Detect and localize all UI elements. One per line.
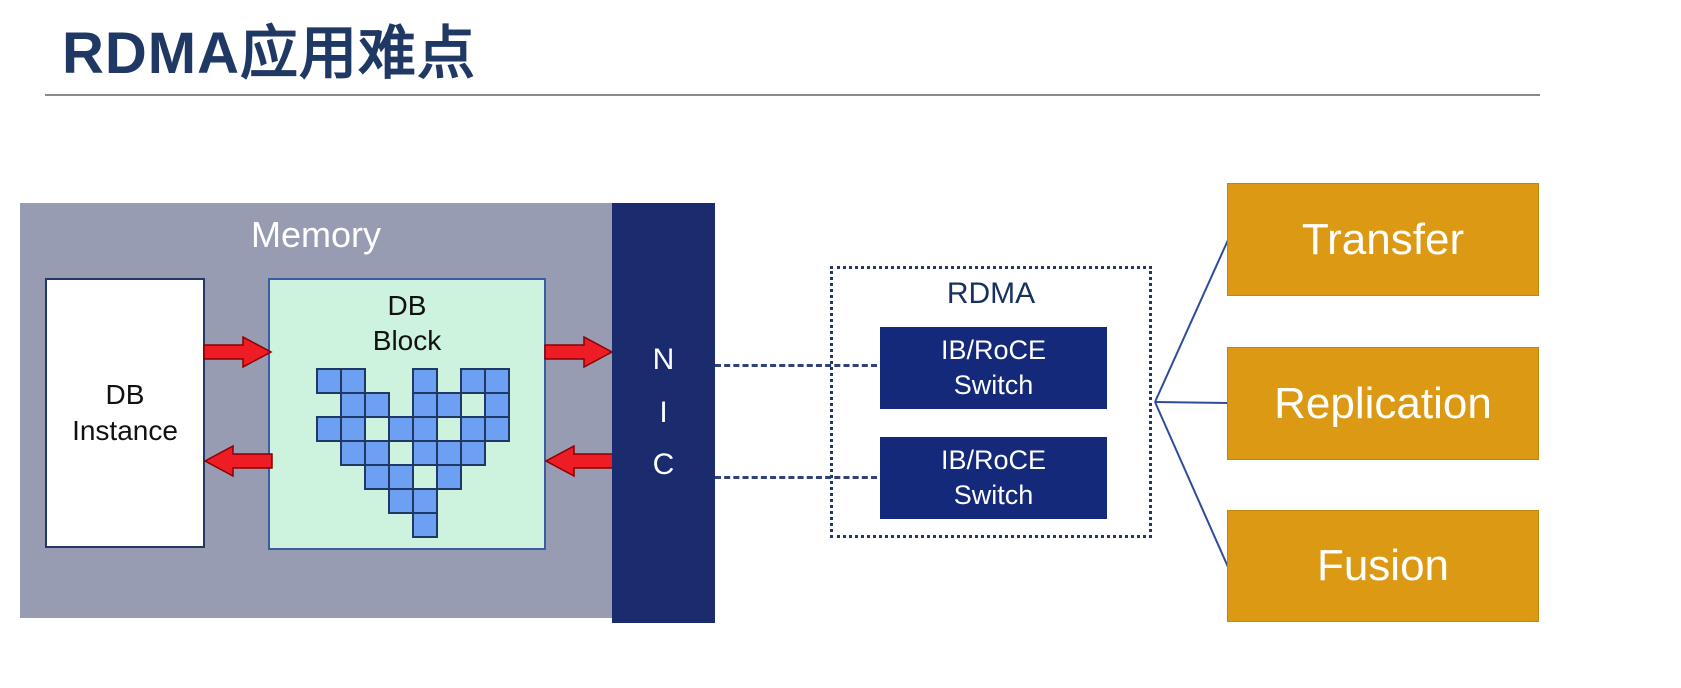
db-block-cell — [412, 488, 438, 514]
outcome-replication-box: Replication — [1227, 347, 1539, 460]
db-block-cell — [340, 440, 366, 466]
dashed-link-top — [715, 364, 877, 367]
db-block-cell — [340, 416, 366, 442]
arrow-left-nic-to-block-icon — [544, 444, 614, 478]
db-block-label: DB Block — [372, 290, 442, 356]
db-block-cell — [460, 416, 486, 442]
rdma-group-box: RDMA IB/RoCE Switch IB/RoCE Switch — [830, 266, 1152, 538]
db-block-cell — [388, 464, 414, 490]
db-block-cell — [364, 392, 390, 418]
db-block-cell — [364, 464, 390, 490]
memory-label: Memory — [250, 214, 381, 255]
arrow-right-instance-to-block-icon — [203, 335, 273, 369]
db-block-cell — [436, 464, 462, 490]
db-block-cell — [340, 368, 366, 394]
outcome-fusion-box: Fusion — [1227, 510, 1539, 622]
db-block-cell — [436, 440, 462, 466]
db-block-cell — [460, 440, 486, 466]
db-block-cell — [340, 392, 366, 418]
db-block-cell — [412, 512, 438, 538]
outcome-transfer-box: Transfer — [1227, 183, 1539, 296]
page-title: RDMA应用难点 — [62, 21, 476, 86]
ib-roce-switch-1: IB/RoCE Switch — [880, 327, 1107, 409]
db-block-cell — [388, 416, 414, 442]
arrow-left-block-to-instance-icon — [203, 444, 273, 478]
db-block-cell — [316, 368, 342, 394]
db-block-cell — [412, 440, 438, 466]
title-divider — [45, 94, 1540, 96]
fan-out-lines — [1154, 239, 1229, 568]
db-block-cell — [436, 392, 462, 418]
db-block-cell — [484, 368, 510, 394]
db-block-cell — [484, 392, 510, 418]
db-block-cell — [484, 416, 510, 442]
arrow-right-block-to-nic-icon — [544, 335, 614, 369]
db-block-cell — [412, 368, 438, 394]
db-block-pattern — [316, 368, 516, 544]
db-block-box: DB Block — [268, 278, 546, 550]
nic-box: N I C — [612, 203, 715, 623]
db-block-cell — [316, 416, 342, 442]
db-instance-box: DB Instance — [45, 278, 205, 548]
rdma-label: RDMA — [946, 277, 1036, 310]
db-block-cell — [364, 440, 390, 466]
db-block-cell — [412, 392, 438, 418]
db-block-cell — [460, 368, 486, 394]
db-block-cell — [388, 488, 414, 514]
db-block-cell — [412, 416, 438, 442]
ib-roce-switch-2: IB/RoCE Switch — [880, 437, 1107, 519]
dashed-link-bottom — [715, 476, 877, 479]
